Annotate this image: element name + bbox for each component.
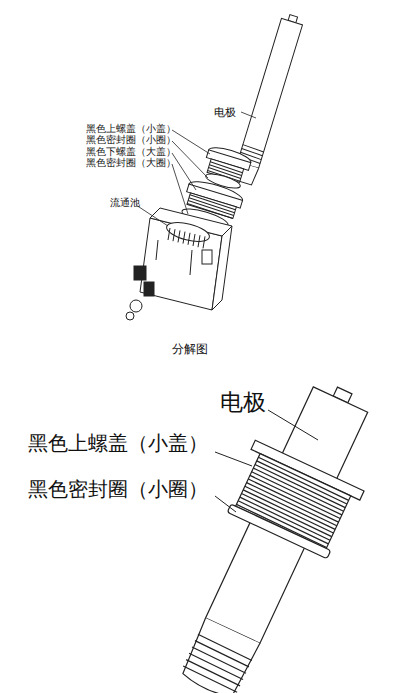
flow-cell <box>126 208 232 320</box>
part-label: 流通池 <box>110 197 140 208</box>
thread-line <box>193 234 195 246</box>
thread-line <box>189 653 244 679</box>
thread-line <box>192 647 247 673</box>
thread-line <box>198 235 200 247</box>
thread-line <box>190 195 236 210</box>
thread-line <box>243 490 334 533</box>
thread-line <box>173 229 175 241</box>
thread-line <box>236 504 327 547</box>
thread-line <box>248 479 339 522</box>
caption: 分解图 <box>172 343 208 356</box>
thread-line <box>258 457 349 500</box>
thread-line <box>241 148 262 155</box>
part-label: 黑色密封圈（小圈） <box>28 478 208 500</box>
thread-line <box>186 660 241 686</box>
part-label: 电极 <box>220 390 266 415</box>
part-label: 黑色密封圈（大圈） <box>86 158 176 168</box>
thread-line <box>178 230 180 242</box>
thread-line <box>255 464 346 507</box>
electrode-detail <box>151 365 399 693</box>
thread-line <box>195 641 250 667</box>
thread-line <box>250 475 341 518</box>
thread-line <box>253 468 344 511</box>
thread-line <box>243 145 264 152</box>
thread-line <box>183 666 238 692</box>
leader-lines-detail <box>215 410 318 512</box>
thread-line <box>251 472 342 515</box>
part-label: 黑色上螺盖（小盖） <box>28 432 208 454</box>
thread-line <box>203 236 205 248</box>
thread-line <box>210 162 243 173</box>
thread-line <box>168 228 170 240</box>
thread-line <box>256 461 347 504</box>
part-label: 黑色下螺盖（大盖） <box>86 147 176 157</box>
part-label: 电极 <box>214 106 236 118</box>
thread-line <box>183 232 185 244</box>
thread-line <box>198 634 253 660</box>
part-label: 黑色上螺盖（小盖） <box>86 124 176 134</box>
part-label: 黑色密封圈（小圈） <box>86 135 176 145</box>
thread-line <box>188 233 190 245</box>
